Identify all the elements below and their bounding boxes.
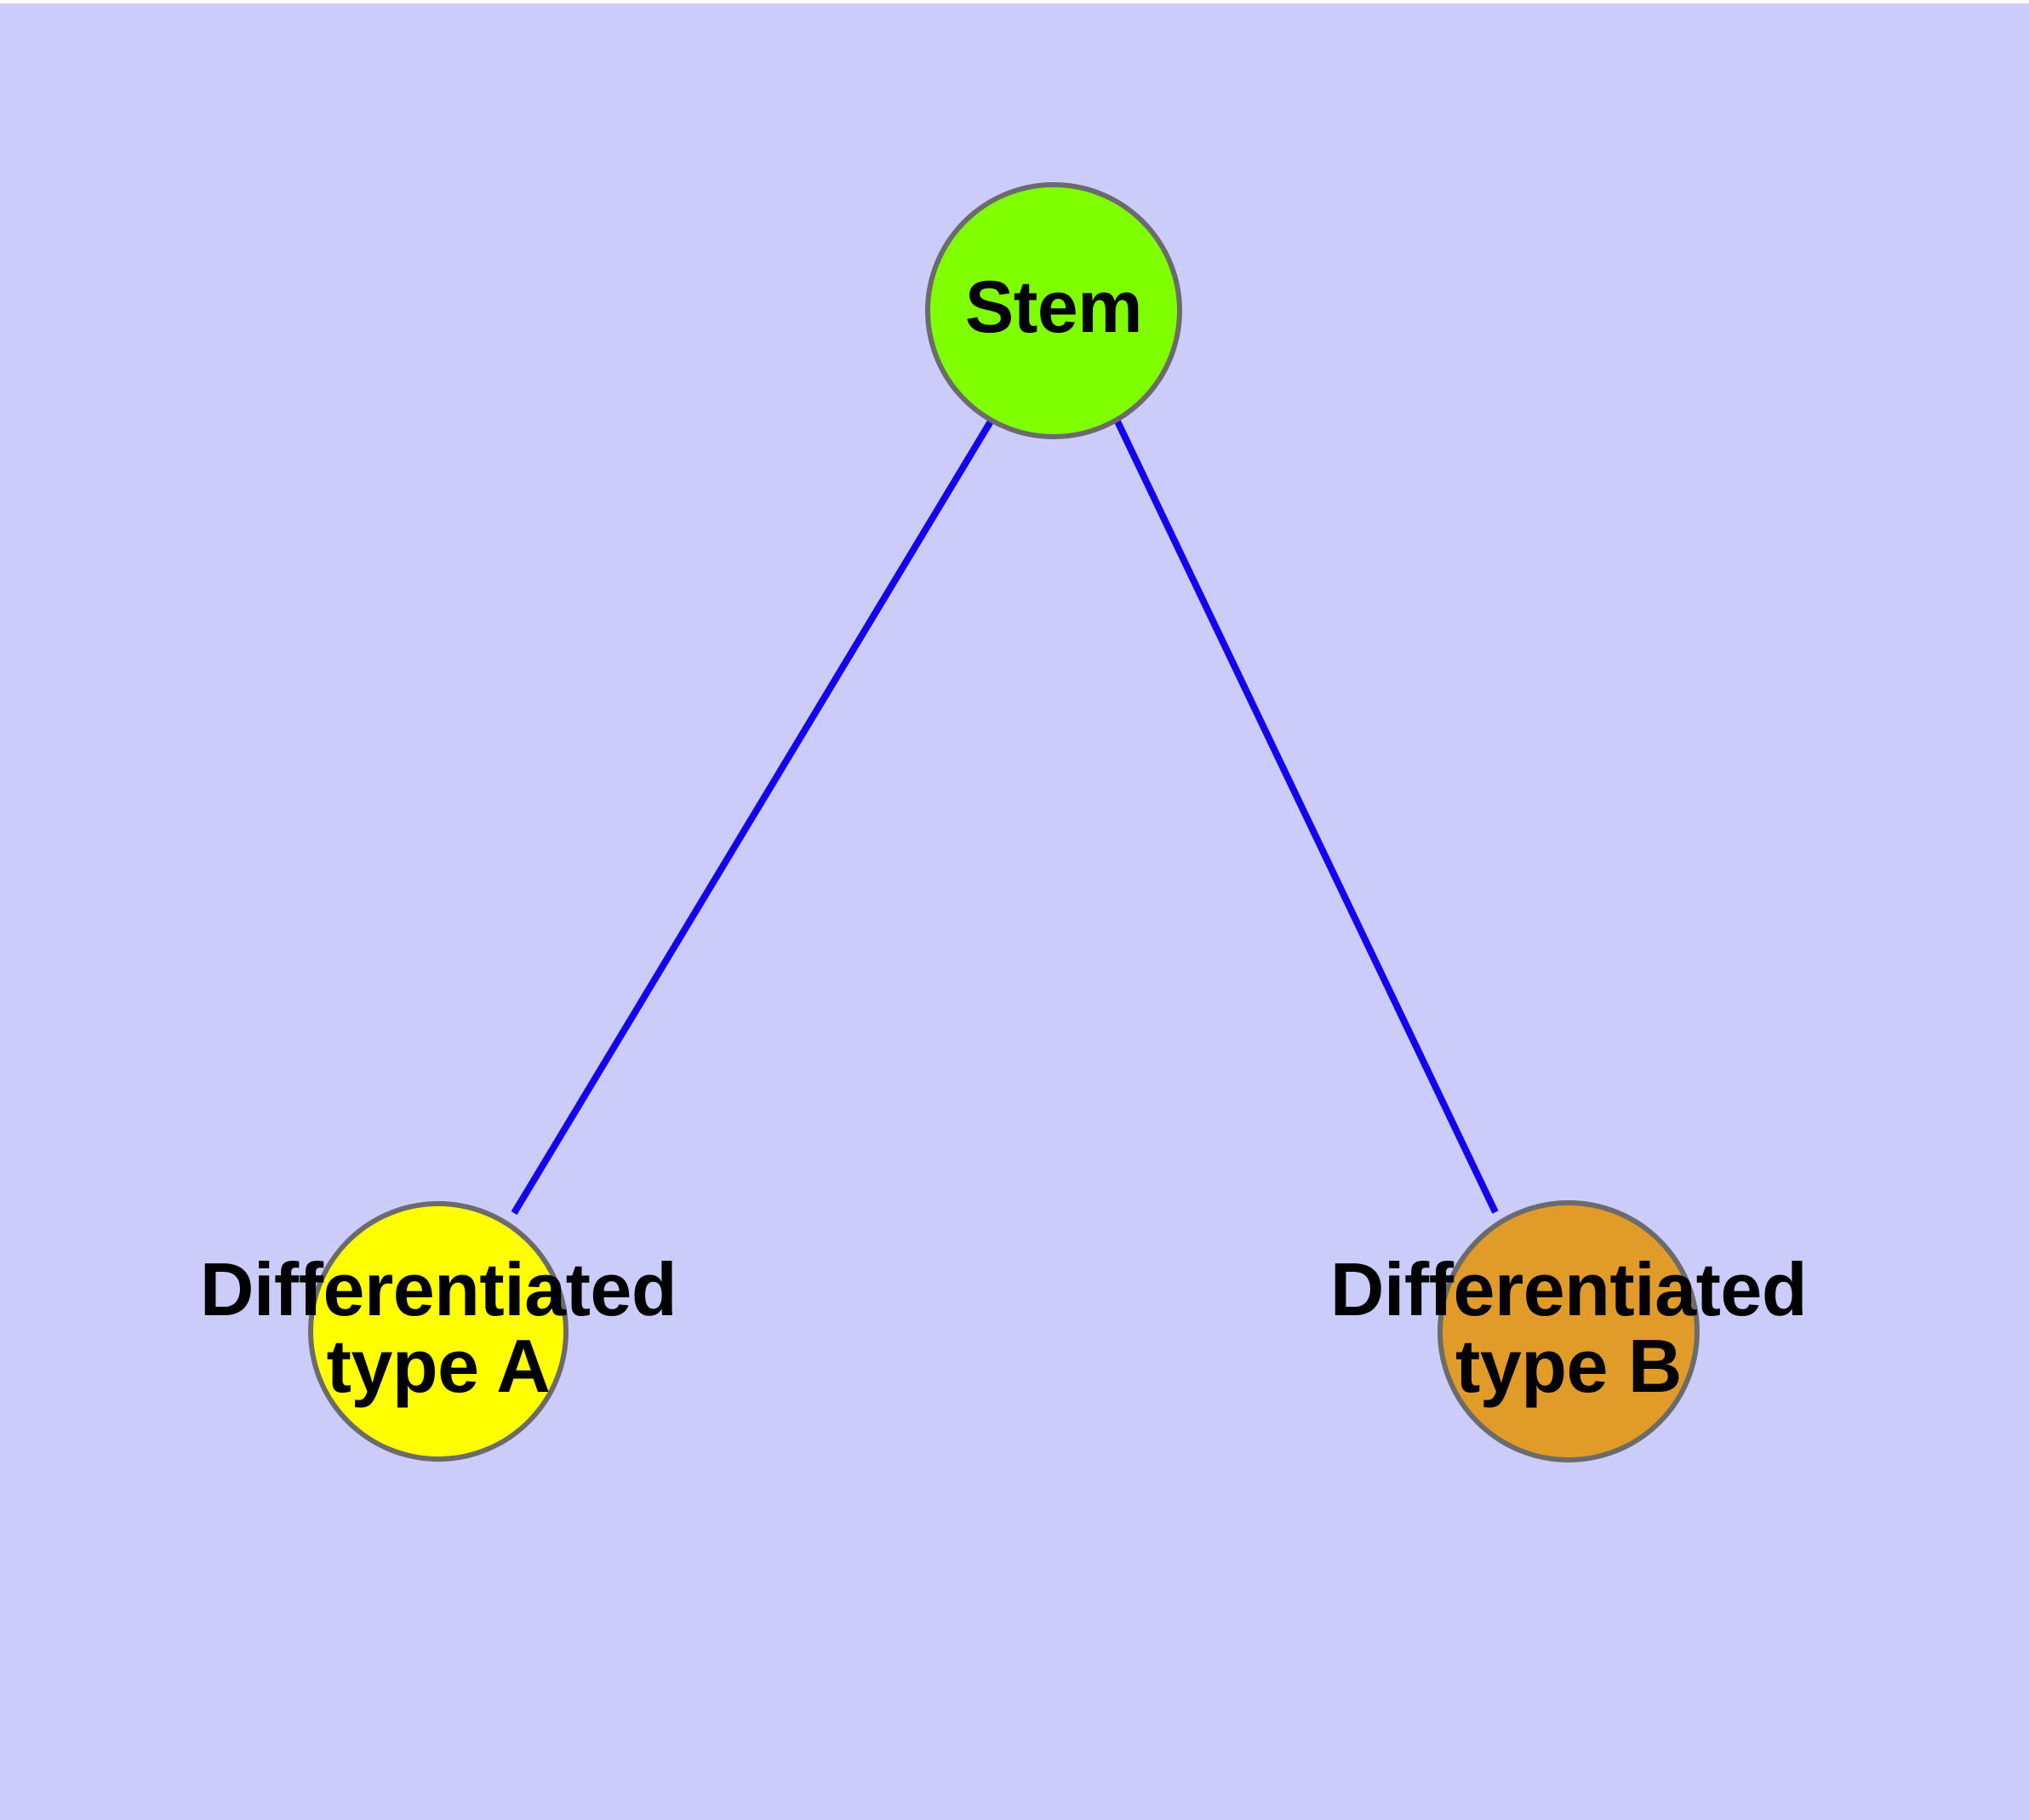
edge-layer	[511, 419, 1499, 1216]
node-differentiated-type-a[interactable]	[308, 1201, 569, 1462]
edge-stem-to-differentiated-type-b[interactable]	[1114, 420, 1499, 1214]
node-layer	[308, 182, 1700, 1462]
node-differentiated-type-b[interactable]	[1437, 1200, 1700, 1462]
edge-stem-to-differentiated-type-a[interactable]	[511, 419, 994, 1216]
node-stem[interactable]	[925, 182, 1182, 439]
